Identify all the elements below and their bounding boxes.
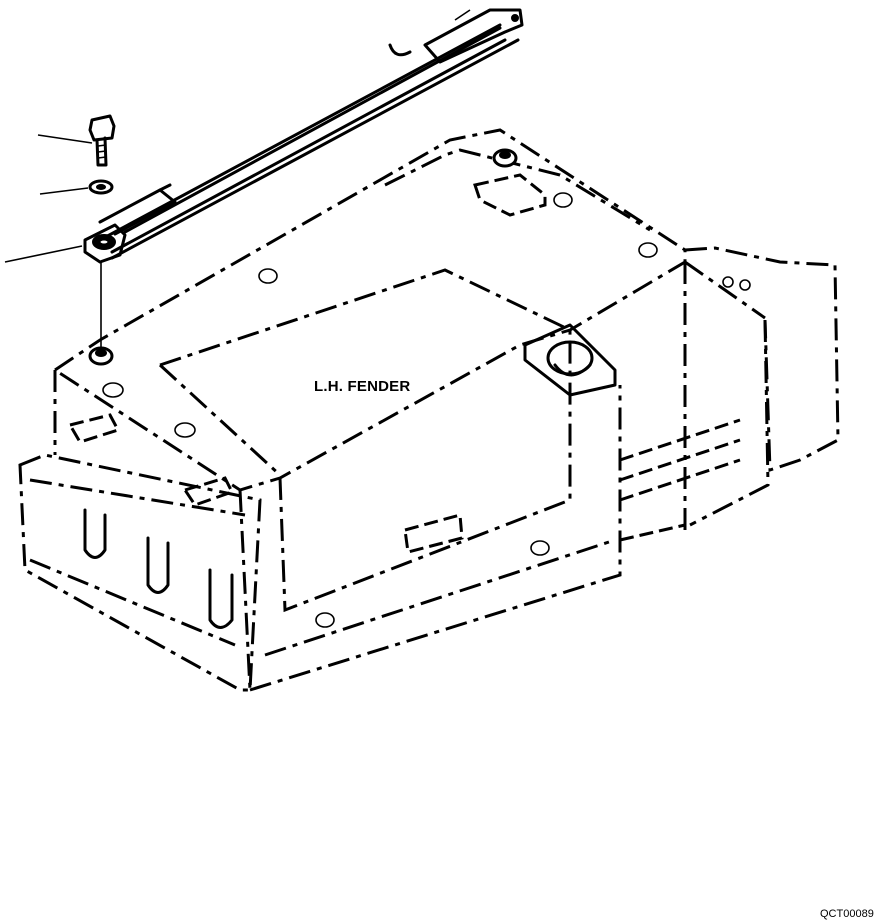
leader-bracket — [4, 245, 83, 263]
bolt — [88, 114, 116, 167]
washer — [88, 179, 114, 195]
lower-slots — [83, 508, 234, 629]
drawing-code: QCT00089 — [820, 908, 874, 920]
clip-brackets — [67, 413, 464, 554]
leader-washer — [39, 187, 89, 195]
gas-strut — [83, 8, 524, 264]
spacer-bosses — [88, 148, 518, 366]
leader-bolt — [37, 134, 93, 144]
leader-lines — [4, 134, 93, 263]
square-boss — [523, 323, 617, 397]
fender-label: L.H. FENDER — [314, 378, 411, 395]
fender-box — [18, 128, 840, 692]
mounting-holes — [102, 192, 751, 628]
